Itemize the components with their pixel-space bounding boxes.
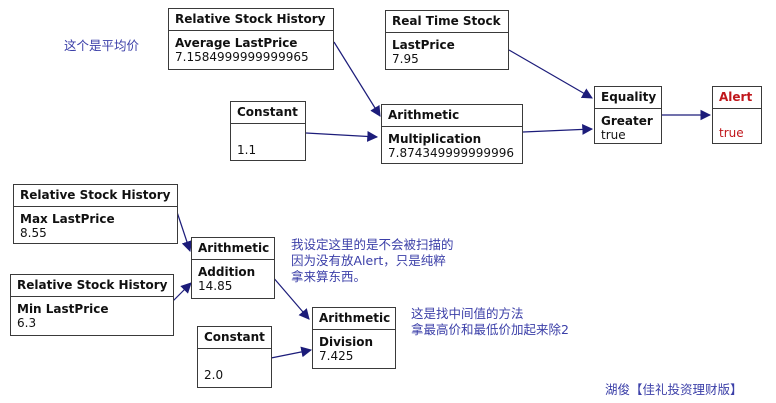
note-line: 因为没有放Alert，只是纯粹 <box>291 253 446 268</box>
node-title: Constant <box>231 102 305 124</box>
node-relative-stock-history-max[interactable]: Relative Stock History Max LastPrice 8.5… <box>13 184 178 244</box>
arrow-const2-to-div <box>270 346 313 359</box>
arrow-rts-to-equality <box>508 49 593 99</box>
note-credit: 湖俊【佳礼投资理财版】 <box>605 382 743 397</box>
node-value: 7.425 <box>319 349 354 363</box>
node-arithmetic-addition[interactable]: Arithmetic Addition 14.85 <box>191 237 275 299</box>
arrow-add-to-div <box>271 275 310 320</box>
node-value: 2.0 <box>204 368 224 382</box>
node-title: Relative Stock History <box>14 185 177 207</box>
node-equality[interactable]: Equality Greater true <box>594 86 662 144</box>
node-title: Equality <box>595 87 661 109</box>
node-label <box>198 349 271 368</box>
node-label: Min LastPrice <box>17 302 109 316</box>
node-title: Relative Stock History <box>11 275 173 297</box>
node-relative-stock-history-min[interactable]: Relative Stock History Min LastPrice 6.3 <box>10 274 174 336</box>
node-real-time-stock[interactable]: Real Time Stock LastPrice 7.95 <box>385 10 509 70</box>
node-value: 1.1 <box>237 143 257 157</box>
node-constant-1[interactable]: Constant 1.1 <box>230 101 306 161</box>
node-constant-2[interactable]: Constant 2.0 <box>197 326 272 388</box>
node-alert[interactable]: Alert true <box>712 86 762 144</box>
node-title: Constant <box>198 327 271 349</box>
node-value: true <box>719 126 744 140</box>
note-average-price: 这个是平均价 <box>64 38 140 53</box>
note-addition-explanation: 我设定这里的是不会被扫描的 因为没有放Alert，只是纯粹 拿来算东西。 <box>291 237 454 285</box>
node-label: Average LastPrice <box>175 36 298 50</box>
node-label: LastPrice <box>392 38 455 52</box>
node-label: Max LastPrice <box>20 212 115 226</box>
node-title: Arithmetic <box>192 238 274 260</box>
node-label: Multiplication <box>388 132 482 146</box>
node-title: Arithmetic <box>313 308 395 330</box>
node-title: Relative Stock History <box>169 9 333 31</box>
arrow-avg-to-mul <box>333 41 381 117</box>
node-value: 7.874349999999996 <box>388 146 514 160</box>
note-line: 拿最高价和最低价加起来除2 <box>411 322 569 337</box>
node-label: Division <box>319 335 374 349</box>
node-arithmetic-multiplication[interactable]: Arithmetic Multiplication 7.874349999999… <box>381 104 523 164</box>
note-line: 这是找中间值的方法 <box>411 306 524 321</box>
node-value: 7.95 <box>392 52 419 66</box>
node-value: true <box>601 128 626 142</box>
note-line: 拿来算东西。 <box>291 269 367 284</box>
node-value: 8.55 <box>20 226 47 240</box>
node-title: Arithmetic <box>382 105 522 127</box>
node-value: 7.1584999999999965 <box>175 50 309 64</box>
note-division-explanation: 这是找中间值的方法 拿最高价和最低价加起来除2 <box>411 306 569 338</box>
node-label <box>713 109 761 126</box>
node-label: Addition <box>198 265 256 279</box>
note-line: 我设定这里的是不会被扫描的 <box>291 237 454 252</box>
node-relative-stock-history-average[interactable]: Relative Stock History Average LastPrice… <box>168 8 334 70</box>
arrow-const1-to-mul <box>305 131 379 142</box>
node-value: 14.85 <box>198 279 233 293</box>
node-arithmetic-division[interactable]: Arithmetic Division 7.425 <box>312 307 396 369</box>
arrow-max-to-add <box>176 211 193 253</box>
node-label: Greater <box>601 114 653 128</box>
node-label <box>231 124 305 143</box>
arrow-min-to-add <box>170 282 192 304</box>
node-title: Alert <box>713 87 761 109</box>
arrow-mul-to-equality <box>522 124 594 135</box>
node-title: Real Time Stock <box>386 11 508 33</box>
node-value: 6.3 <box>17 316 37 330</box>
